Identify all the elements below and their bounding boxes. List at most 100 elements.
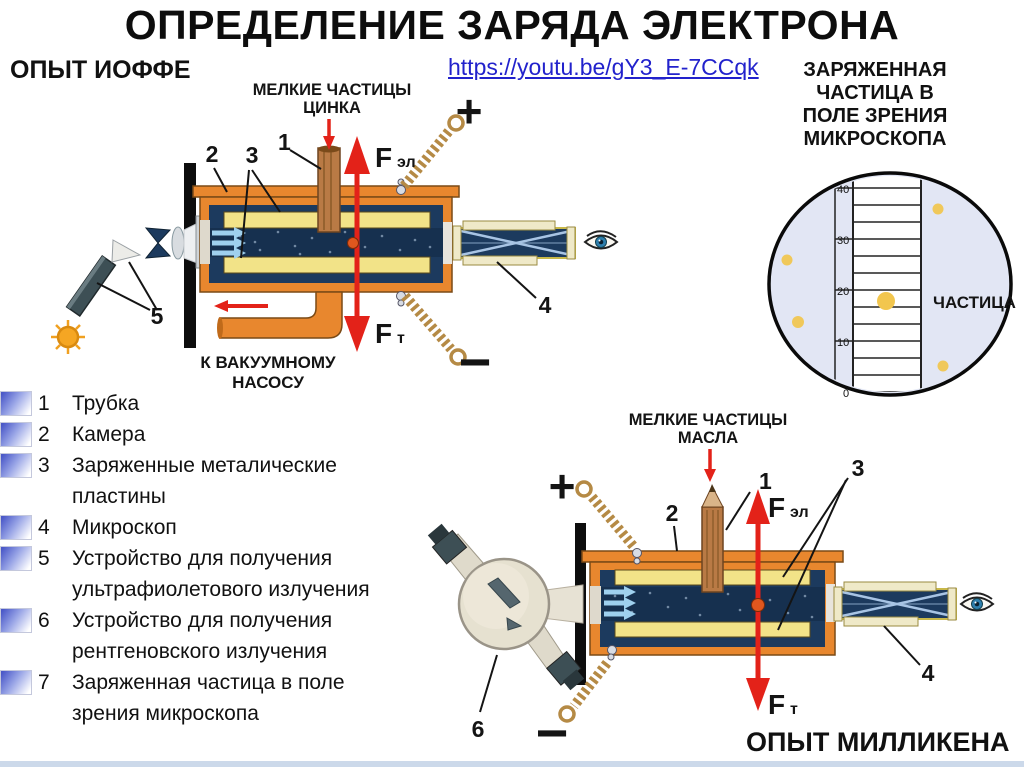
scale-tick-10: 10 [837, 337, 849, 349]
legend-text: Трубка [72, 392, 140, 415]
legend-text: Устройство для получения рентгеновского … [72, 609, 333, 663]
zinc-particles-label-line2: ЦИНКА [303, 99, 361, 117]
ioffe-plus-wire [396, 114, 465, 195]
lens [171, 226, 185, 260]
force-gravity-subscript: т [397, 330, 405, 347]
video-link[interactable]: https://youtu.be/gY3_E-7CCqk [448, 54, 759, 80]
legend-text: Камера [72, 423, 146, 446]
ioffe-apparatus: МЕЛКИЕ ЧАСТИЦЫ ЦИНКА 1 2 3 4 5 F эл F т … [51, 81, 618, 393]
legend-item-uv-device: 5 Устройство для получения ультрафиолето… [0, 543, 470, 605]
legend-text: Заряженная частица в поле зрения микроск… [72, 671, 345, 725]
uv-lamp-device [65, 215, 207, 318]
force-electric-label: F [768, 492, 785, 523]
force-down-arrow [344, 316, 370, 352]
scale-tick-40: 40 [837, 184, 849, 196]
page-title: ОПРЕДЕЛЕНИЕ ЗАРЯДА ЭЛЕКТРОНА [124, 2, 900, 48]
legend-number: 4 [38, 516, 50, 539]
ioffe-experiment-heading: ОПЫТ ИОФФЕ [10, 56, 191, 84]
legend-bullet [0, 391, 32, 416]
observed-particle [877, 292, 895, 310]
scope-heading-line2: ЧАСТИЦА В [816, 82, 934, 104]
force-electric-subscript: эл [397, 154, 416, 171]
scope-heading-line1: ЗАРЯЖЕННАЯ [803, 59, 947, 81]
scope-heading-line3: ПОЛЕ ЗРЕНИЯ [802, 105, 948, 127]
legend-bullet [0, 515, 32, 540]
ioffe-charged-particle [347, 237, 359, 249]
legend-number: 3 [38, 454, 50, 477]
legend-number: 1 [38, 392, 50, 415]
millikan-tube [701, 484, 724, 593]
scale-tick-20: 20 [837, 286, 849, 298]
millikan-apparatus: МЕЛКИЕ ЧАСТИЦЫ МАСЛА 1 2 3 4 6 F эл F т … [427, 411, 994, 764]
legend-item-xray-device: 6 Устройство для получения рентгеновског… [0, 605, 470, 667]
legend-bullet [0, 546, 32, 571]
legend-text: Устройство для получения ультрафиолетово… [72, 547, 370, 601]
ioffe-callout-2: 2 [206, 141, 219, 167]
ioffe-callout-3: 3 [246, 142, 259, 168]
ioffe-callout-1: 1 [278, 129, 291, 155]
uv-beam-arrows [212, 227, 246, 259]
millikan-minus-wire [558, 645, 617, 723]
prism [111, 239, 142, 263]
legend-item-chamber: 2 Камера [0, 419, 470, 450]
particle-label: ЧАСТИЦА [933, 293, 1016, 312]
force-up-arrow [746, 489, 770, 524]
millikan-callout-2: 2 [666, 500, 679, 526]
bottom-strip [0, 761, 1024, 767]
millikan-callout-1: 1 [759, 468, 772, 494]
legend-bullet [0, 422, 32, 447]
plus-terminal: + [456, 85, 483, 137]
vacuum-pipe [219, 291, 343, 339]
legend-item-plates: 3 Заряженные металические пластины [0, 450, 470, 512]
legend-text: Микроскоп [72, 516, 177, 539]
scale-tick-30: 30 [837, 235, 849, 247]
xray-tube-device [427, 523, 585, 691]
scope-scale-ticks [853, 187, 921, 392]
spring-coil [400, 127, 453, 190]
legend-number: 5 [38, 547, 50, 570]
force-gravity-subscript: т [790, 701, 798, 718]
legend-number: 2 [38, 423, 50, 446]
scope-heading-line4: МИКРОСКОПА [803, 128, 947, 150]
plus-terminal: + [549, 460, 576, 512]
zinc-particles-label-line1: МЕЛКИЕ ЧАСТИЦЫ [253, 81, 412, 99]
millikan-microscope [832, 580, 958, 628]
force-gravity-label: F [768, 689, 785, 720]
oil-particles-label-line1: МЕЛКИЕ ЧАСТИЦЫ [629, 411, 788, 429]
legend-text: Заряженные металические пластины [72, 454, 337, 508]
legend-bullet [0, 608, 32, 633]
millikan-experiment-heading: ОПЫТ МИЛЛИКЕНА [746, 727, 1010, 757]
millikan-callout-3: 3 [852, 455, 865, 481]
spring-coil [570, 659, 611, 710]
legend-number: 6 [38, 609, 50, 632]
pump-label-line1: К ВАКУУМНОМУ [200, 353, 336, 372]
legend-bullet [0, 453, 32, 478]
spring-coil [588, 493, 638, 551]
legend-item-particle-in-view: 7 Заряженная частица в поле зрения микро… [0, 667, 470, 729]
legend-number: 7 [38, 671, 50, 694]
millikan-plus-wire [575, 480, 642, 565]
scope-view-heading: ЗАРЯЖЕННАЯ ЧАСТИЦА В ПОЛЕ ЗРЕНИЯ МИКРОСК… [772, 59, 978, 151]
ioffe-plate-bottom [223, 256, 431, 274]
legend: 1 Трубка 2 Камера 3 Заряженные металичес… [0, 388, 470, 729]
ioffe-callout-lines [96, 119, 537, 311]
xray-beam-arrows [604, 586, 636, 620]
sun-icon [51, 320, 85, 354]
oil-particles-label-line2: МАСЛА [678, 429, 738, 447]
eye-icon [584, 230, 618, 250]
force-down-arrow [746, 678, 770, 711]
millikan-callout-6: 6 [472, 716, 485, 742]
minus-terminal: − [536, 701, 569, 764]
eye-icon [960, 592, 994, 612]
ioffe-microscope [451, 219, 577, 267]
millikan-plate-bottom [614, 621, 811, 638]
spring-coil [401, 292, 455, 353]
ioffe-callout-4: 4 [539, 292, 552, 318]
minus-terminal: − [459, 330, 492, 393]
millikan-charged-particle [751, 598, 765, 612]
ioffe-callout-5: 5 [151, 303, 164, 329]
background-particles [781, 203, 949, 372]
ioffe-tube [317, 145, 341, 233]
